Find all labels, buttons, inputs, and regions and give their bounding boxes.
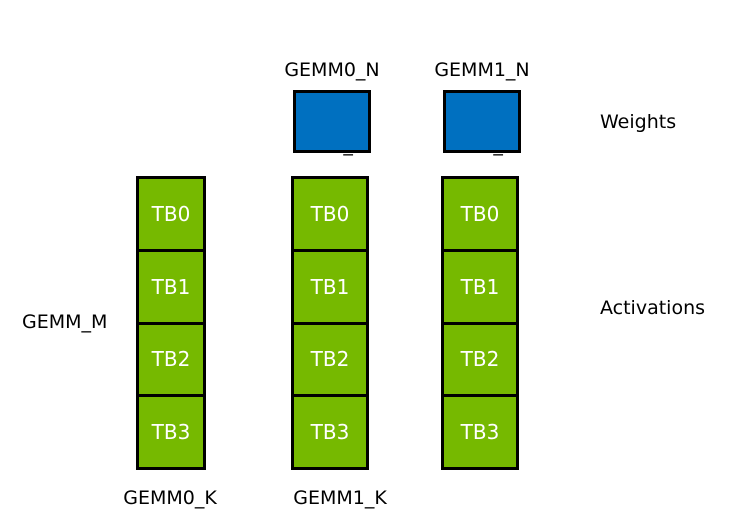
- gemm-m-activation-column: TB0 TB1 TB2 TB3: [136, 176, 206, 470]
- gemm0-k-label: GEMM0_K: [123, 487, 217, 509]
- activation-cell-label: TB3: [151, 420, 191, 445]
- activation-cell[interactable]: TB2: [291, 321, 369, 398]
- activation-cell-label: TB1: [460, 274, 500, 299]
- activation-cell[interactable]: TB2: [136, 321, 206, 398]
- activation-cell-label: TB1: [310, 274, 350, 299]
- activation-cell[interactable]: TB1: [291, 248, 369, 325]
- activation-cell-label: TB0: [460, 201, 500, 226]
- activation-cell[interactable]: TB1: [136, 248, 206, 325]
- gemm1-weights-block[interactable]: [443, 90, 521, 153]
- gemm0-n-label-line1: GEMM0_N: [284, 59, 380, 81]
- activation-cell[interactable]: TB0: [291, 176, 369, 252]
- activation-cell-label: TB0: [151, 201, 191, 226]
- activation-cell[interactable]: TB0: [441, 176, 519, 252]
- gemm1-n-label-line1: GEMM1_N: [434, 59, 530, 81]
- activation-cell-label: TB2: [310, 347, 350, 372]
- activation-cell[interactable]: TB2: [441, 321, 519, 398]
- activation-cell-label: TB3: [460, 420, 500, 445]
- weights-label: Weights: [600, 111, 677, 133]
- activation-cell[interactable]: TB3: [441, 394, 519, 470]
- gemm-m-label: GEMM_M: [22, 311, 108, 333]
- activation-cell-label: TB2: [460, 347, 500, 372]
- activation-cell[interactable]: TB0: [136, 176, 206, 252]
- activation-cell[interactable]: TB1: [441, 248, 519, 325]
- activation-cell-label: TB0: [310, 201, 350, 226]
- activation-cell[interactable]: TB3: [136, 394, 206, 470]
- activation-cell-label: TB1: [151, 274, 191, 299]
- activation-cell[interactable]: TB3: [291, 394, 369, 470]
- activation-cell-label: TB3: [310, 420, 350, 445]
- gemm0-activation-column: TB0 TB1 TB2 TB3: [291, 176, 369, 470]
- activation-cell-label: TB2: [151, 347, 191, 372]
- gemm1-k-label: GEMM1_K: [293, 487, 387, 509]
- gemm0-weights-block[interactable]: [293, 90, 371, 153]
- activations-label: Activations: [600, 297, 706, 319]
- gemm1-activation-column: TB0 TB1 TB2 TB3: [441, 176, 519, 470]
